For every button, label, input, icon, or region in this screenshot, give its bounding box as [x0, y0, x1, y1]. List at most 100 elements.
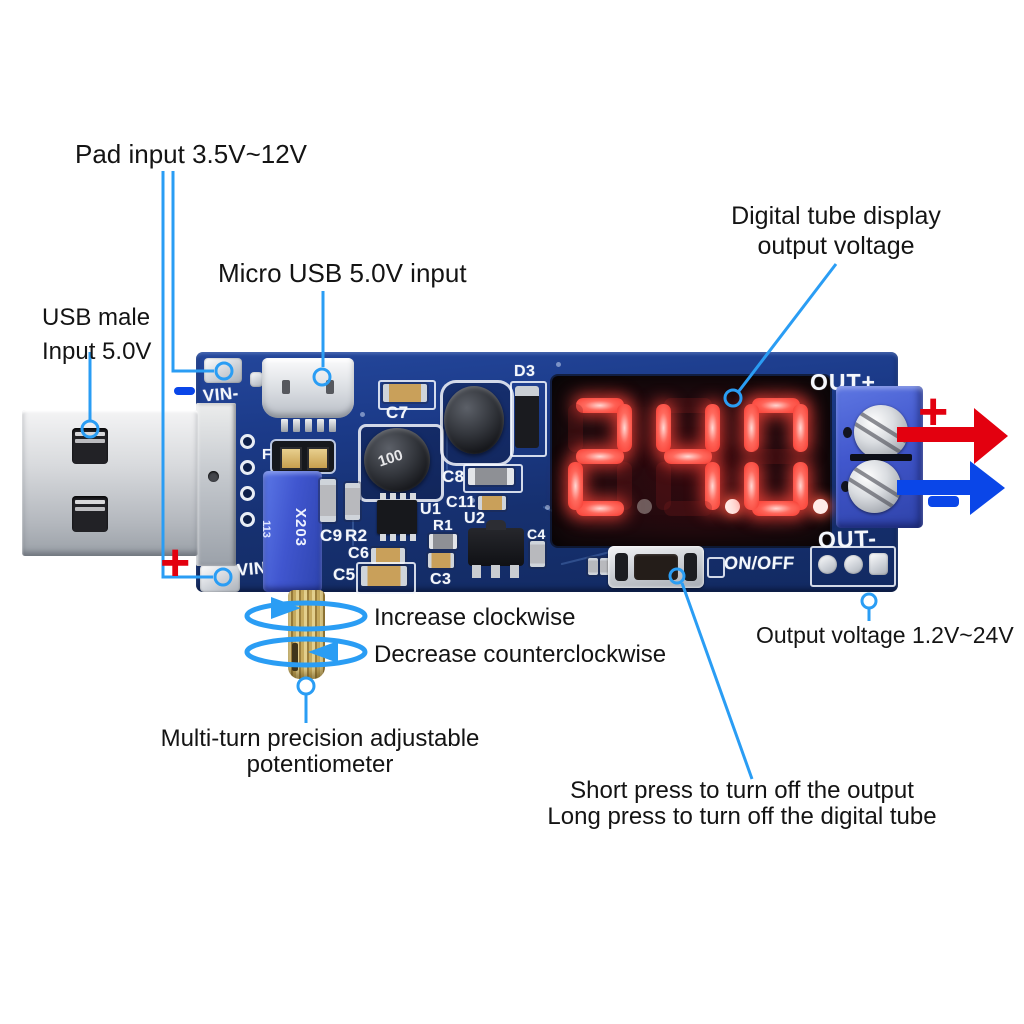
silkscreen-d3: D3 [514, 363, 536, 380]
button-pad [684, 553, 697, 581]
shaft-slot [292, 643, 298, 671]
label-usb-male-line2: Input 5.0V [42, 337, 152, 365]
segment-b [705, 404, 720, 452]
chip-pin [380, 493, 386, 500]
micro-usb-dimple [326, 380, 334, 394]
positive-output-arrow [897, 408, 1008, 464]
on-off-button[interactable] [608, 546, 704, 588]
chip-pin [400, 493, 406, 500]
c9-capacitor [320, 479, 336, 522]
segment-d [664, 501, 712, 516]
plus-symbol-output: + [918, 383, 949, 441]
segment-a [664, 398, 712, 413]
d3-diode [515, 386, 539, 448]
segment-f [744, 404, 759, 452]
c5-outline [356, 562, 416, 594]
silkscreen-f: F [262, 446, 272, 463]
silkscreen-c6: C6 [348, 545, 370, 562]
silkscreen-r2: R2 [345, 526, 368, 545]
leader-circle-vinminus [214, 361, 234, 381]
label-decrease-counterclockwise: Decrease counterclockwise [374, 641, 667, 668]
leader-circle-pot [296, 676, 316, 696]
micro-usb-connector [262, 358, 354, 418]
leader-circle-output [860, 592, 878, 610]
r1-resistor [429, 534, 457, 549]
label-digital-tube: Digital tube display output voltage [712, 201, 960, 261]
display-digit-2 [656, 398, 740, 516]
c8-capacitor [468, 468, 514, 485]
castellation-hole [240, 460, 255, 475]
pcb-via [470, 498, 475, 503]
chip-pin [390, 493, 396, 500]
segment-b [793, 404, 808, 452]
fuse-block [272, 441, 334, 472]
inductor-2 [444, 386, 504, 454]
segment-e [656, 462, 671, 510]
label-output-voltage: Output voltage 1.2V~24V [756, 622, 1014, 648]
c3-capacitor [428, 553, 454, 568]
sot223-tab [486, 520, 506, 530]
label-potentiometer-line2: potentiometer [246, 751, 394, 779]
silkscreen-c9: C9 [320, 526, 343, 545]
label-digital-tube-line1: Digital tube display [731, 202, 941, 230]
leader-pad-input-vinplus [161, 171, 213, 579]
segment-e [744, 462, 759, 510]
output-pads-outline [810, 546, 896, 587]
fuse-element [307, 447, 329, 470]
negative-output-arrow [897, 461, 1005, 515]
d3-outline [510, 381, 547, 457]
pcb-via [545, 505, 550, 510]
output-pad-round [844, 555, 863, 574]
castellation-hole [240, 486, 255, 501]
segment-g [752, 449, 800, 464]
terminal-divider [850, 454, 912, 461]
micro-usb-pin [317, 419, 324, 432]
segment-f [568, 404, 583, 452]
silkscreen-c3: C3 [430, 571, 452, 588]
silkscreen-u1: U1 [420, 501, 442, 518]
out-minus-screw[interactable] [848, 460, 901, 513]
castellation-hole [240, 434, 255, 449]
potentiometer-body: X203 113 [260, 471, 322, 592]
segment-f [656, 404, 671, 452]
inductor-100 [364, 428, 430, 492]
silkscreen-c4: C4 [527, 526, 546, 542]
leader-circle-vinplus [213, 567, 233, 587]
segment-e [568, 462, 583, 510]
usb-collar [196, 403, 236, 566]
output-pad-round [818, 555, 837, 574]
micro-usb-pin [293, 419, 300, 432]
rotate-clockwise-ellipse [244, 600, 368, 632]
segment-a [752, 398, 800, 413]
button-side-cap [600, 558, 610, 575]
sot223-leg [491, 565, 500, 578]
c11-capacitor [478, 496, 506, 510]
display-digit-3 [744, 398, 828, 516]
segment-a [576, 398, 624, 413]
label-pad-input: Pad input 3.5V~12V [75, 139, 308, 169]
label-potentiometer-line1: Multi-turn precision adjustable [160, 725, 480, 752]
terminal-wire-hole [843, 427, 852, 438]
sot223-leg [510, 565, 519, 578]
leader-circle-usb-male [80, 419, 100, 439]
usb-contact-window [72, 428, 108, 464]
c5-capacitor [361, 566, 407, 586]
display-digit-1 [568, 398, 652, 516]
button-pad [615, 553, 628, 581]
solder-pad [250, 372, 263, 387]
segment-g [576, 449, 624, 464]
label-switch-line1: Short press to turn off the output [570, 777, 914, 804]
rotate-counterclockwise-arrowhead [308, 641, 338, 663]
rotate-counterclockwise-ellipse [244, 636, 368, 668]
micro-usb-pin [305, 419, 312, 432]
pcb-trace [352, 500, 354, 546]
c7-outline [378, 380, 436, 410]
plus-symbol-input: + [160, 534, 191, 592]
minus-symbol-input [174, 387, 195, 395]
decimal-point [813, 499, 828, 514]
segment-d [752, 501, 800, 516]
output-pad-square [869, 553, 888, 575]
leader-circle-button [668, 567, 686, 585]
pcb-via [360, 412, 365, 417]
